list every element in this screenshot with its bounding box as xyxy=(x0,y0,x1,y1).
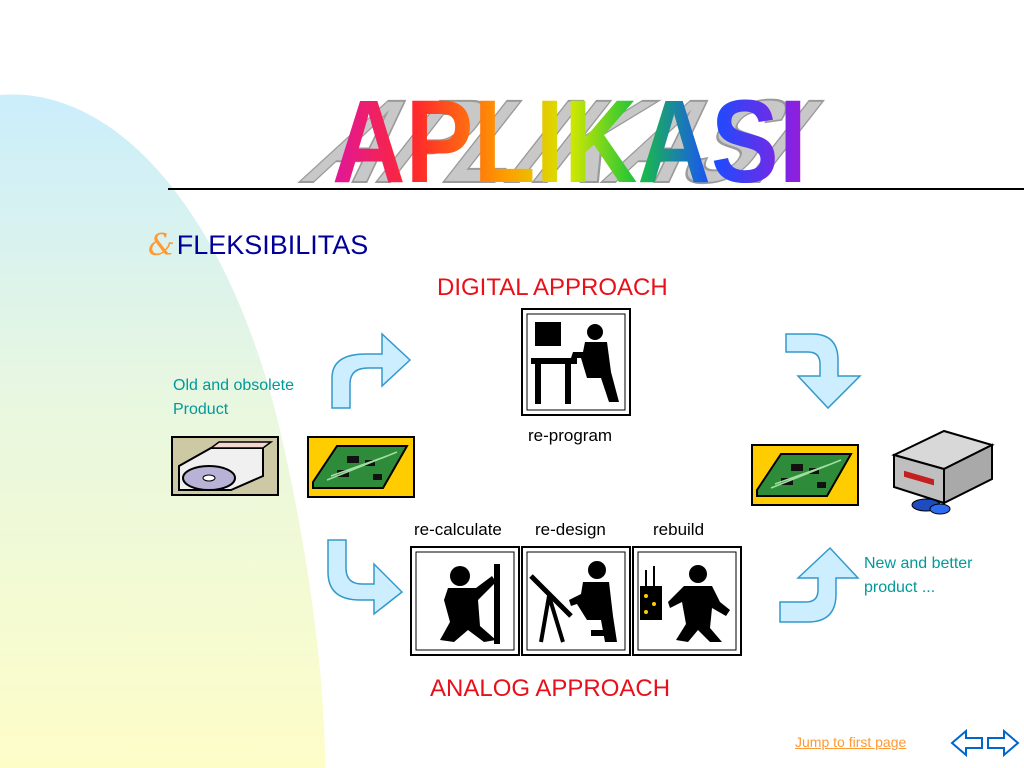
new-product-line1: New and better xyxy=(864,555,973,572)
new-product-label: New and better product ... xyxy=(864,552,973,600)
recalculate-caption: re-calculate xyxy=(414,520,502,539)
left-arrow-icon[interactable] xyxy=(950,728,984,758)
digital-approach-heading: DIGITAL APPROACH xyxy=(437,274,668,301)
analog-approach-heading: ANALOG APPROACH xyxy=(430,675,671,702)
bullet-text: FLEKSIBILITAS xyxy=(176,230,369,260)
background-blob xyxy=(0,94,325,768)
old-product-line1: Old and obsolete xyxy=(173,377,294,394)
old-product-label: Old and obsolete Product xyxy=(173,374,294,422)
old-product-line2: Product xyxy=(173,401,229,418)
title-divider xyxy=(168,188,1024,190)
new-product-line2: product ... xyxy=(864,579,936,596)
bullet-icon: & xyxy=(148,228,175,263)
curved-arrow-down-right-icon-2 xyxy=(327,539,404,616)
draftsman-icon xyxy=(521,546,631,656)
curved-arrow-down-right-icon xyxy=(785,333,862,410)
cd-drive-icon xyxy=(171,436,279,496)
title-wordart: APLIKASI APLIKASI xyxy=(276,74,851,190)
rebuild-caption: rebuild xyxy=(653,520,705,539)
curved-arrow-up-right-icon xyxy=(331,332,412,409)
slide-title: APLIKASI xyxy=(332,76,807,190)
redesign-caption: re-design xyxy=(535,520,606,539)
circuit-board-icon xyxy=(307,436,415,498)
surveyor-icon xyxy=(410,546,520,656)
right-arrow-icon[interactable] xyxy=(986,728,1020,758)
cd-player-icon xyxy=(891,429,995,515)
slide-nav-arrows xyxy=(950,728,1020,758)
curved-arrow-up-right-icon-2 xyxy=(779,546,860,623)
computer-user-icon xyxy=(521,308,631,416)
new-circuit-board-icon xyxy=(751,444,859,506)
technician-icon xyxy=(632,546,742,656)
title-shadow: APLIKASI xyxy=(277,75,850,190)
reprogram-caption: re-program xyxy=(528,426,613,445)
jump-to-first-page-link[interactable]: Jump to first page xyxy=(795,734,907,750)
bullet-item: & FLEKSIBILITAS xyxy=(148,228,368,263)
